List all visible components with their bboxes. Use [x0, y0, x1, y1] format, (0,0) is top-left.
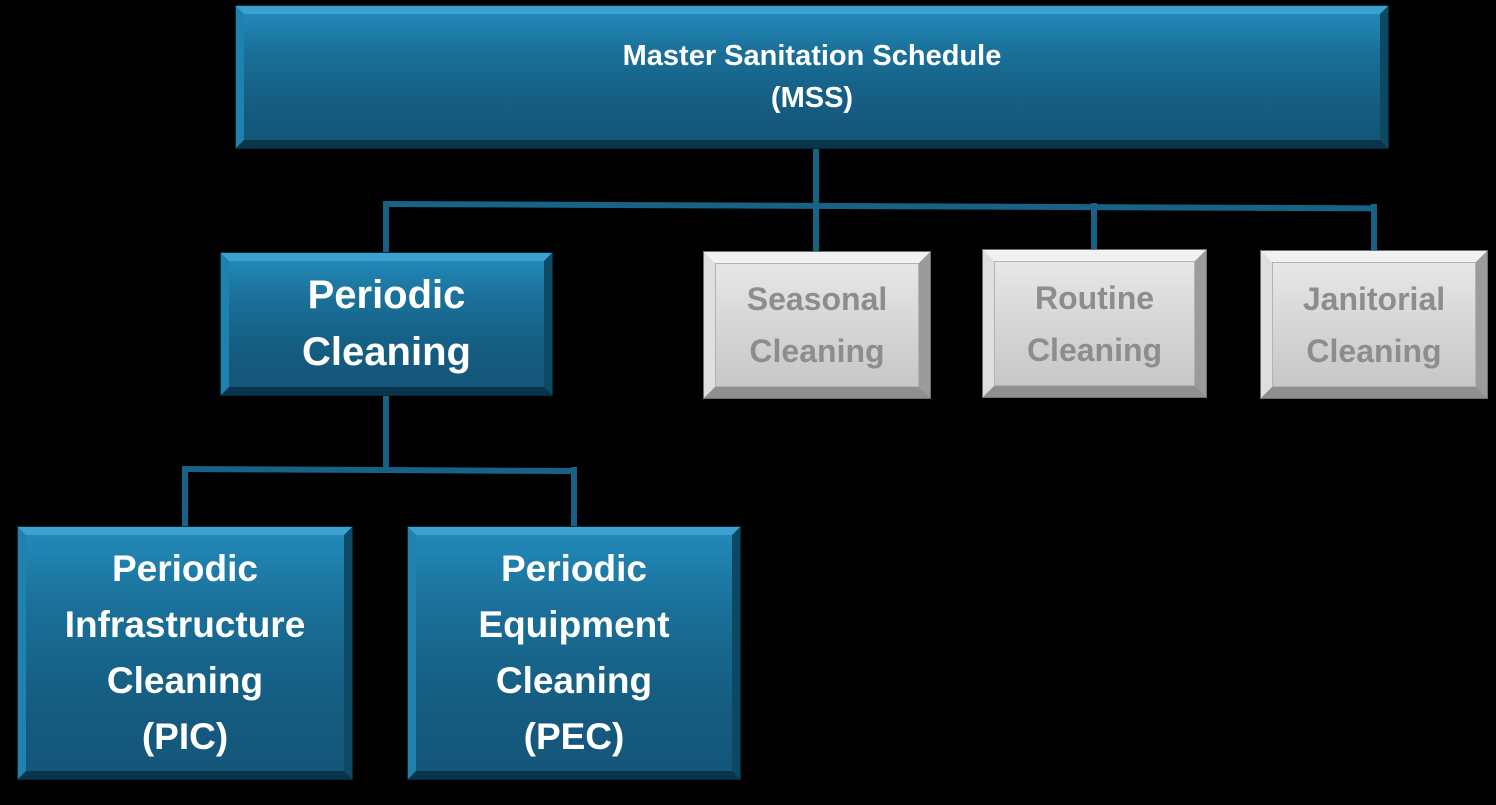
connector-drop-seasonal [813, 202, 819, 254]
node-label-line: Janitorial [1302, 280, 1446, 317]
node-label: Janitorial Cleaning [1303, 273, 1445, 377]
node-label-line: (PEC) [523, 716, 625, 757]
connector-drop-janitorial [1371, 204, 1377, 253]
node-label-line: Periodic [500, 548, 647, 589]
node-label-line: Routine [1034, 279, 1155, 316]
node-periodic-equipment-cleaning: Periodic Equipment Cleaning (PEC) [408, 527, 740, 779]
connector-drop-routine [1091, 203, 1097, 252]
node-label-line: Cleaning [106, 660, 264, 701]
connector-drop-pec [571, 467, 577, 529]
node-label-line: Seasonal [746, 281, 888, 317]
node-label-line: Cleaning [302, 330, 471, 374]
node-label-line: (PIC) [141, 716, 229, 757]
node-routine-cleaning: Routine Cleaning [983, 250, 1206, 397]
node-periodic-cleaning: Periodic Cleaning [221, 253, 552, 395]
node-label: Periodic Infrastructure Cleaning (PIC) [65, 541, 306, 765]
node-label-line: Cleaning [1026, 331, 1163, 368]
node-label-line: Infrastructure [64, 604, 306, 645]
node-label: Master Sanitation Schedule (MSS) [623, 35, 1002, 119]
node-label-line: Equipment [478, 604, 670, 645]
node-label-line: Cleaning [749, 333, 885, 369]
node-label: Routine Cleaning [1027, 272, 1162, 376]
node-label-line: (MSS) [770, 82, 854, 114]
node-seasonal-cleaning: Seasonal Cleaning [704, 252, 930, 398]
node-master-sanitation-schedule: Master Sanitation Schedule (MSS) [236, 6, 1388, 148]
node-label-line: Master Sanitation Schedule [622, 40, 1002, 72]
connector-mss-down [813, 146, 819, 206]
node-label: Seasonal Cleaning [747, 273, 888, 377]
connector-periodic-down [383, 394, 389, 471]
connector-drop-pic [182, 467, 188, 529]
node-label-line: Periodic [112, 548, 258, 589]
connector-bottom-horizontal [181, 466, 574, 475]
node-label-line: Periodic [307, 273, 466, 317]
node-label: Periodic Equipment Cleaning (PEC) [478, 541, 669, 765]
connector-top-horizontal [382, 201, 1377, 212]
node-periodic-infrastructure-cleaning: Periodic Infrastructure Cleaning (PIC) [18, 527, 352, 779]
node-label-line: Cleaning [1306, 332, 1442, 369]
node-label: Periodic Cleaning [302, 267, 471, 381]
node-janitorial-cleaning: Janitorial Cleaning [1261, 251, 1487, 398]
node-label-line: Cleaning [495, 660, 653, 701]
connector-drop-periodic [383, 202, 389, 255]
